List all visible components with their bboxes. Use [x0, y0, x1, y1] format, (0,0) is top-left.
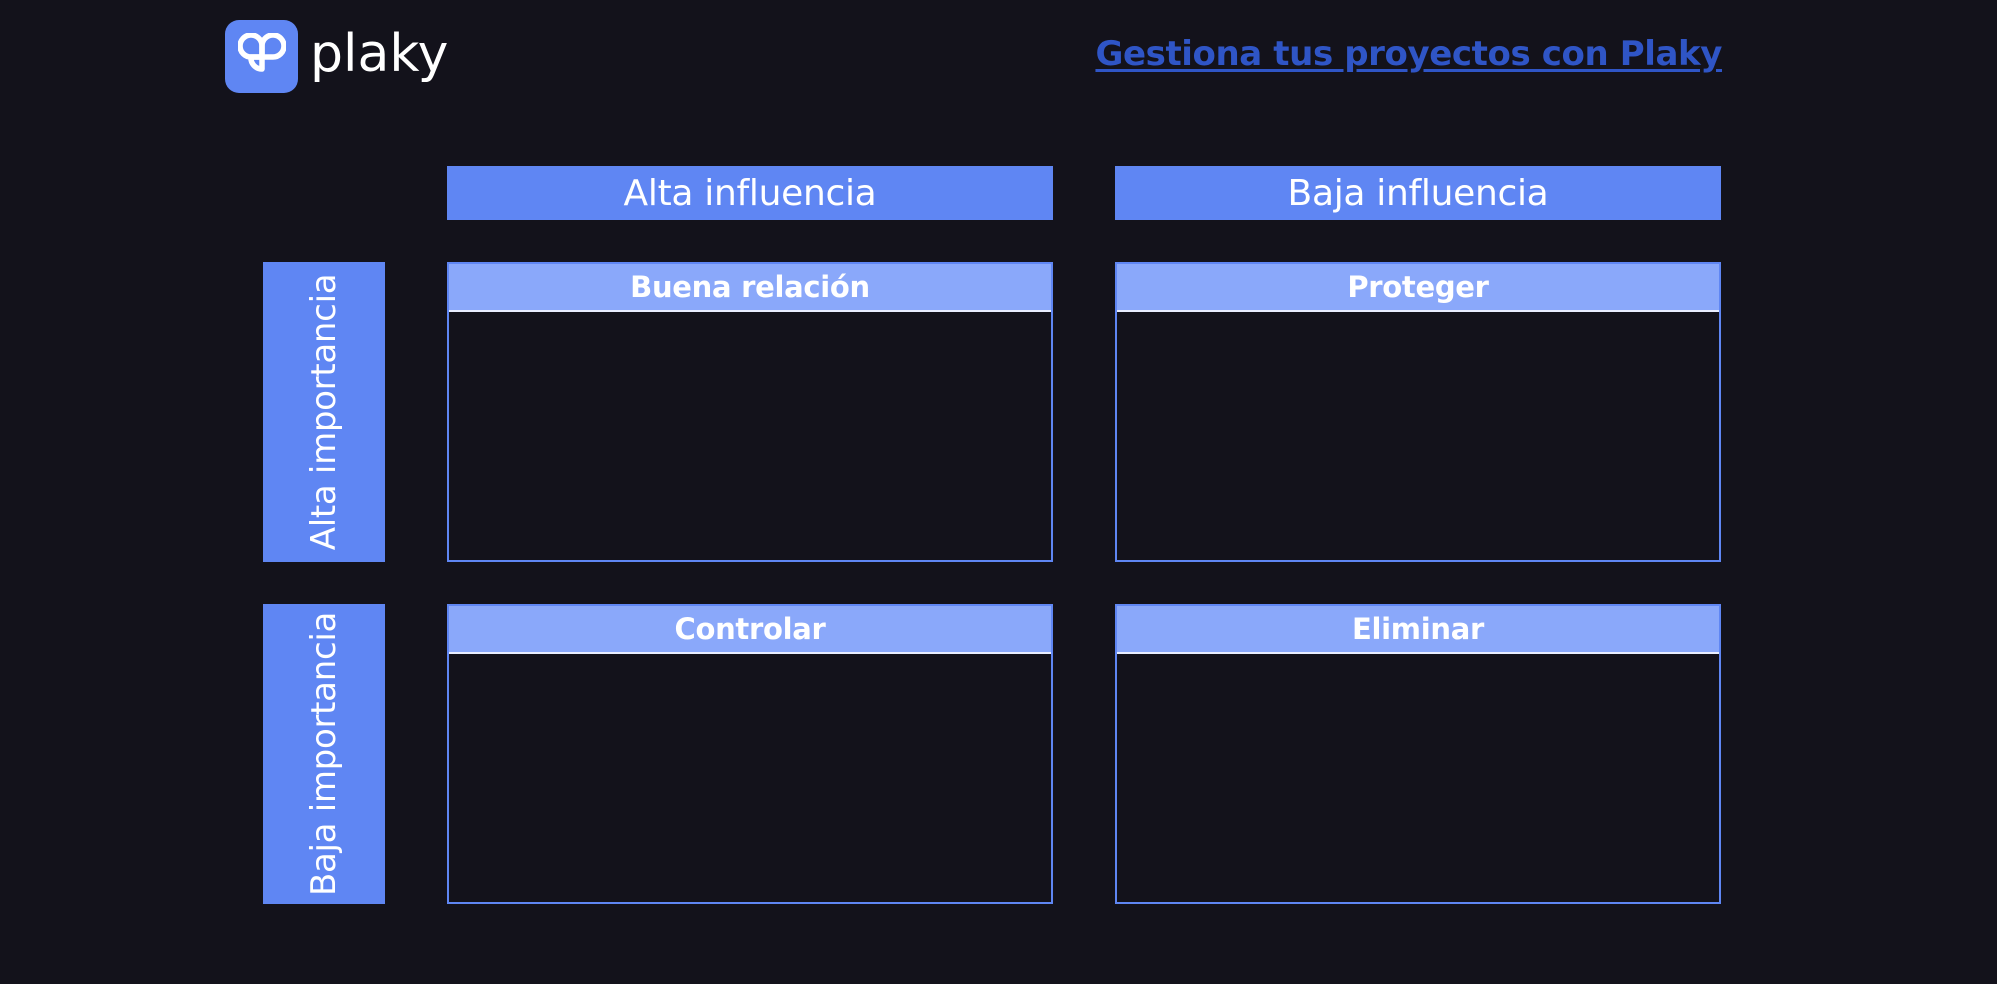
- quadrant-title: Eliminar: [1117, 606, 1719, 654]
- column-header-label: Baja influencia: [1287, 172, 1549, 214]
- column-header-baja-influencia: Baja influencia: [1115, 166, 1721, 220]
- quadrant-body: [1117, 312, 1719, 560]
- row-header-baja-importancia: Baja importancia: [263, 604, 385, 904]
- row-header-label: Baja importancia: [304, 611, 344, 897]
- quadrant-body: [449, 312, 1051, 560]
- plaky-promo-link[interactable]: Gestiona tus proyectos con Plaky: [1095, 34, 1722, 74]
- quadrant-eliminar: Eliminar: [1115, 604, 1721, 904]
- quadrant-title: Buena relación: [449, 264, 1051, 312]
- row-header-label: Alta importancia: [304, 273, 344, 551]
- quadrant-body: [1117, 654, 1719, 902]
- quadrant-body: [449, 654, 1051, 902]
- plaky-logo-icon: [225, 20, 298, 93]
- quadrant-controlar: Controlar: [447, 604, 1053, 904]
- column-header-label: Alta influencia: [623, 172, 877, 214]
- quadrant-buena-relacion: Buena relación: [447, 262, 1053, 562]
- quadrant-title: Controlar: [449, 606, 1051, 654]
- brand-name: plaky: [310, 23, 449, 84]
- quadrant-title: Proteger: [1117, 264, 1719, 312]
- row-header-alta-importancia: Alta importancia: [263, 262, 385, 562]
- quadrant-proteger: Proteger: [1115, 262, 1721, 562]
- column-header-alta-influencia: Alta influencia: [447, 166, 1053, 220]
- plaky-logo[interactable]: plaky: [225, 20, 448, 93]
